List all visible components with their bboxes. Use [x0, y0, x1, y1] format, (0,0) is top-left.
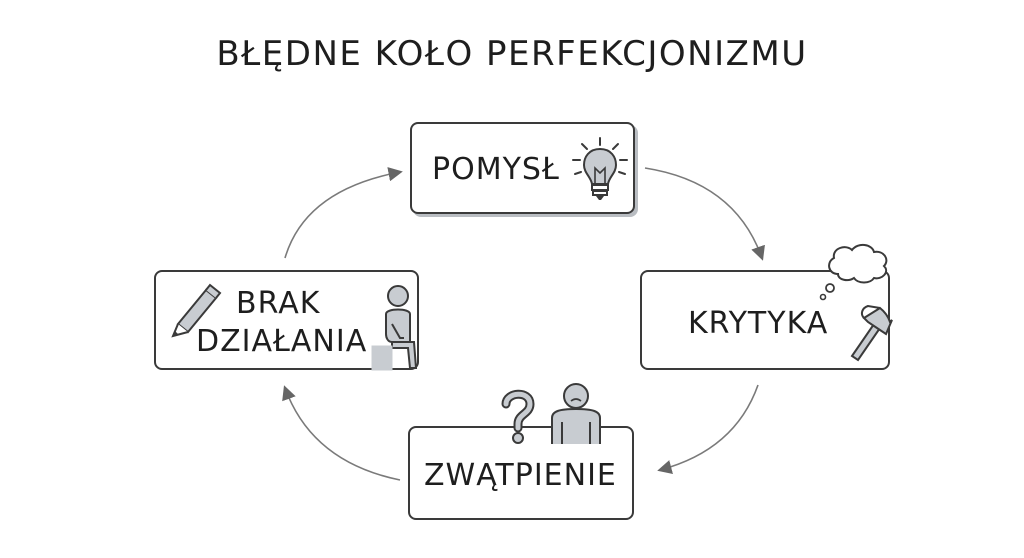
node-krytyka-label: KRYTYKA	[688, 306, 829, 341]
sad-person-icon	[551, 383, 601, 444]
node-pomysl: POMYSŁ	[410, 122, 635, 214]
node-zwatpienie-label: ZWĄTPIENIE	[424, 458, 617, 493]
node-krytyka: KRYTYKA	[640, 270, 893, 370]
arrow-pomysl-to-krytyka	[644, 167, 765, 261]
question-mark-icon	[501, 389, 535, 444]
node-pomysl-label: POMYSŁ	[432, 152, 560, 187]
node-brak-label-line1: BRAK	[236, 286, 321, 321]
arrow-zwatpienie-to-brak	[282, 385, 401, 481]
node-brak-label-line2: DZIAŁANIA	[196, 324, 368, 359]
hammer-icon	[850, 304, 893, 362]
diagram-title: BŁĘDNE KOŁO PERFEKCJONIZMU	[216, 34, 808, 74]
node-brak-dzialania: BRAK DZIAŁANIA	[154, 270, 419, 371]
arrow-brak-to-pomysl	[284, 167, 403, 259]
arrow-krytyka-to-zwatpienie	[657, 384, 759, 474]
thought-cloud-icon	[819, 244, 888, 301]
lightbulb-icon	[572, 137, 628, 200]
seated-person-icon	[371, 285, 418, 371]
pencil-icon	[171, 283, 222, 338]
